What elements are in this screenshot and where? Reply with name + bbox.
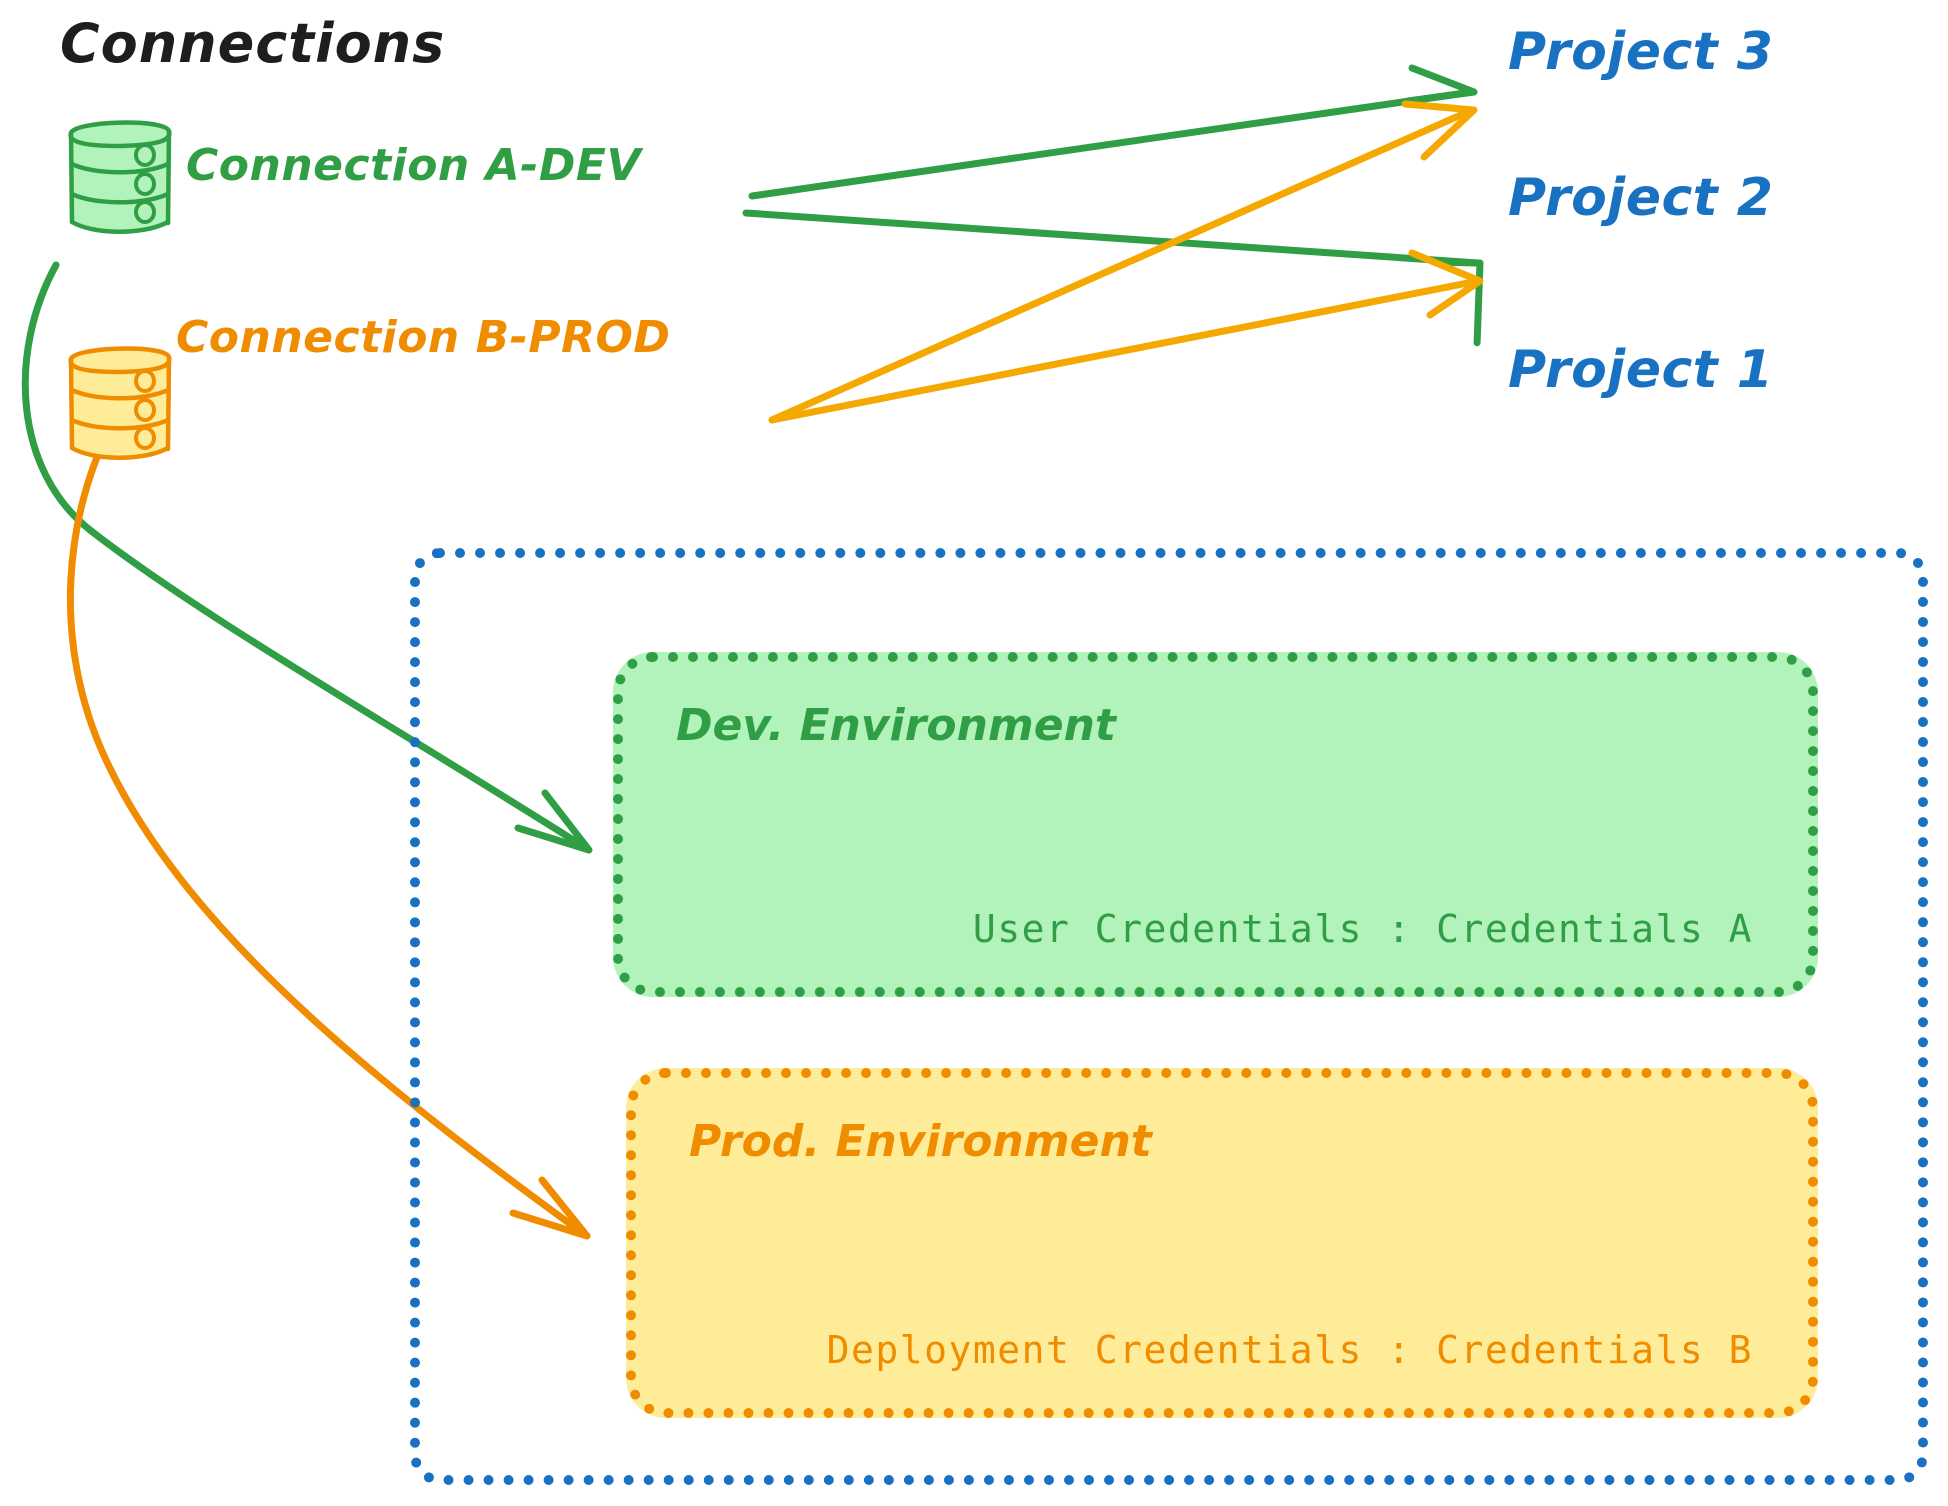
- edge-b-prod-to-project-2: [768, 249, 1484, 424]
- dev-environment-credentials: User Credentials : Credentials A: [972, 907, 1753, 951]
- prod-environment-title: Prod. Environment: [689, 1116, 1152, 1167]
- prod-environment-credentials: Deployment Credentials : Credentials B: [826, 1328, 1753, 1372]
- database-cylinder-icon-green: [68, 120, 172, 234]
- edge-a-dev-to-project-2: [742, 209, 1484, 347]
- project-2-label[interactable]: Project 2: [1508, 168, 1774, 228]
- prod-environment-box-outer[interactable]: Prod. Environment Deployment Credentials…: [626, 1068, 1818, 1418]
- connection-a-dev-label[interactable]: Connection A-DEV: [186, 140, 642, 191]
- page-title: Connections: [60, 12, 446, 75]
- project-3-label[interactable]: Project 3: [1508, 22, 1774, 82]
- project-1-label[interactable]: Project 1: [1508, 340, 1774, 400]
- edge-a-dev-to-project-3: [748, 64, 1478, 200]
- database-cylinder-icon-orange: [68, 346, 172, 460]
- connection-b-prod-label[interactable]: Connection B-PROD: [176, 312, 671, 363]
- edge-b-prod-to-prod-environment: [66, 418, 591, 1240]
- dev-environment-box-outer[interactable]: Dev. Environment User Credentials : Cred…: [613, 652, 1818, 997]
- project-1-container: [410, 548, 1928, 1485]
- dev-environment-title: Dev. Environment: [676, 700, 1116, 751]
- edge-a-dev-to-dev-environment: [21, 261, 593, 854]
- edge-b-prod-to-project-3: [768, 100, 1478, 424]
